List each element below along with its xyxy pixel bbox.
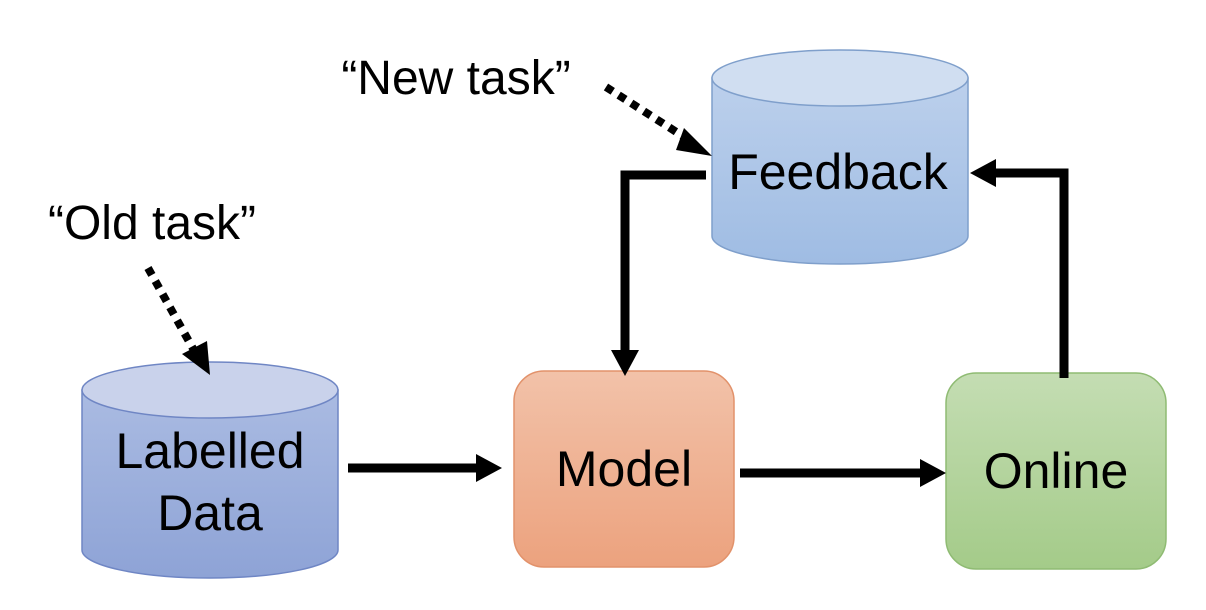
labelled-data-cylinder [81, 361, 339, 579]
arrow-online-to-feedback [970, 159, 1069, 378]
dotted-arrow-new-task [603, 83, 712, 156]
feedback-label: Feedback [728, 144, 948, 200]
dotted-arrow-old-task [144, 266, 210, 375]
arrow-feedback-to-model [611, 170, 706, 376]
online-box [945, 372, 1167, 570]
labelled-data-line-2: Data [157, 485, 263, 541]
new-task-annotation: “New task” [341, 52, 571, 105]
old-task-annotation: “Old task” [47, 197, 257, 250]
labelled-data-line-1: Labelled [115, 423, 305, 479]
labelled-data-label: Labelled Data [115, 420, 304, 544]
arrow-labelled-to-model [348, 454, 502, 482]
online-label: Online [983, 443, 1129, 499]
model-label: Model [555, 441, 693, 497]
arrow-model-to-online [740, 459, 946, 487]
feedback-cylinder [711, 49, 969, 265]
